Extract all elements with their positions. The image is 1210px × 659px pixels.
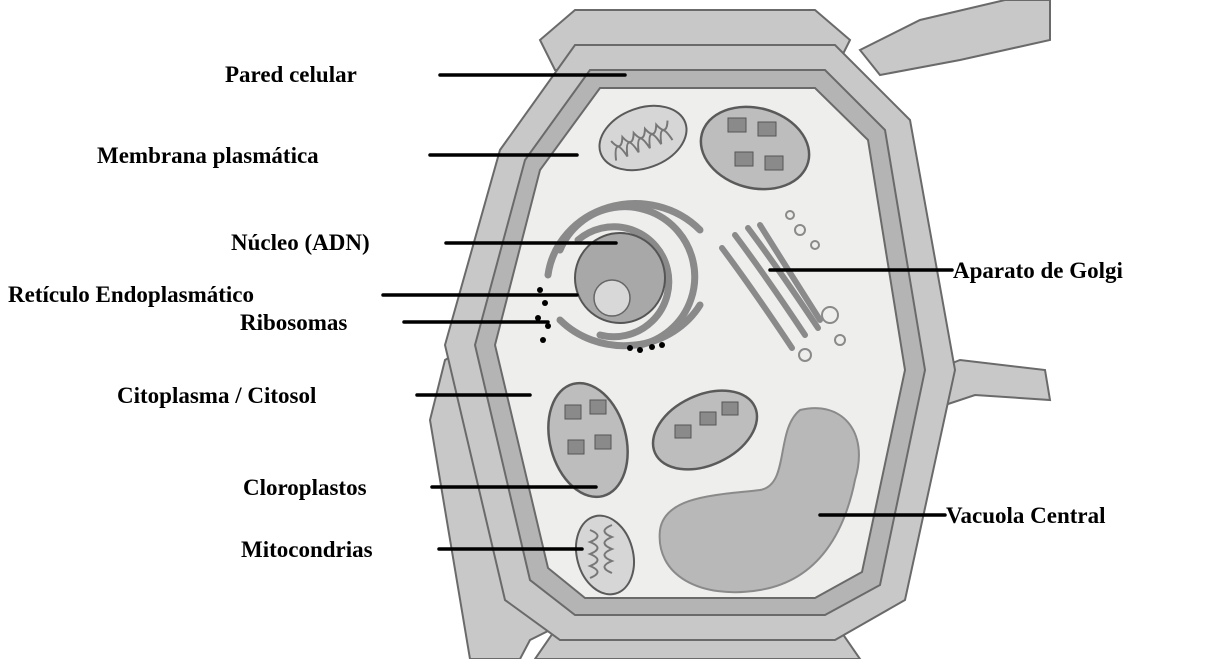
nucleus bbox=[575, 233, 665, 323]
label-pared-celular: Pared celular bbox=[225, 62, 357, 87]
label-citoplasma: Citoplasma / Citosol bbox=[117, 383, 316, 408]
label-golgi: Aparato de Golgi bbox=[953, 258, 1124, 283]
label-nucleo: Núcleo (ADN) bbox=[231, 230, 370, 255]
label-membrana-plasmatica: Membrana plasmática bbox=[97, 143, 319, 168]
label-mitocondrias: Mitocondrias bbox=[241, 537, 373, 562]
label-ribosomas: Ribosomas bbox=[240, 310, 347, 335]
label-cloroplastos: Cloroplastos bbox=[243, 475, 367, 500]
label-vacuola: Vacuola Central bbox=[946, 503, 1106, 528]
label-reticulo: Retículo Endoplasmático bbox=[8, 282, 254, 307]
